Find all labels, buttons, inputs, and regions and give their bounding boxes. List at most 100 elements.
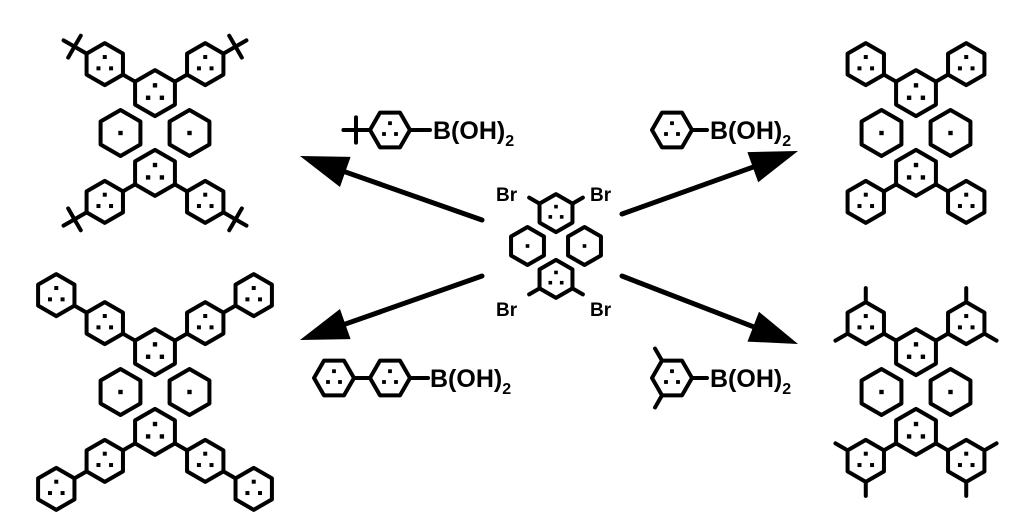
- aromatic-dot: [857, 463, 862, 468]
- ring: [98, 108, 143, 158]
- aromatic-dot: [857, 66, 862, 71]
- tbu-bond: [221, 210, 238, 222]
- aromatic-dot: [326, 380, 330, 384]
- c-br-bond: [570, 286, 585, 297]
- ring: [368, 110, 412, 150]
- aryl-bond: [881, 72, 899, 84]
- aromatic-dot: [388, 121, 392, 126]
- aromatic-dot: [203, 192, 208, 197]
- product-biphenyl: [36, 272, 274, 512]
- aromatic-dot: [152, 342, 158, 347]
- tbu-methyl: [227, 33, 238, 49]
- aromatic-dot: [196, 204, 201, 209]
- aromatic-dot: [548, 280, 553, 285]
- reagent-label-main: B(OH): [710, 117, 782, 145]
- aromatic-dot: [109, 204, 114, 209]
- aromatic-dot: [920, 95, 926, 100]
- ring: [845, 178, 886, 225]
- aromatic-dot: [957, 66, 962, 71]
- aryl-bond: [172, 441, 190, 453]
- reagent-label-biphenyl: B(OH)2: [430, 365, 511, 398]
- product-dimethylphenyl: [833, 286, 999, 498]
- methyl-bond: [982, 441, 999, 453]
- aromatic-dot: [525, 244, 530, 248]
- methyl-bond: [653, 393, 664, 410]
- ring: [233, 465, 274, 512]
- ring: [946, 437, 987, 484]
- aryl-bond: [933, 72, 951, 84]
- aryl-bond: [72, 303, 89, 315]
- aromatic-dot: [196, 66, 201, 71]
- reagent-label-main: B(OH): [430, 365, 502, 393]
- reagent-label-subscript: 2: [782, 381, 791, 398]
- aromatic-dot: [870, 204, 875, 209]
- aromatic-dot: [60, 297, 65, 302]
- aromatic-dot: [258, 297, 263, 302]
- ring: [894, 406, 938, 457]
- ring: [946, 300, 987, 347]
- aromatic-dot: [118, 389, 123, 395]
- tbu-methyl: [72, 33, 83, 49]
- arrow-to-bottom-right: [619, 273, 798, 344]
- methyl-bond: [982, 331, 999, 343]
- aromatic-dot: [964, 314, 969, 319]
- arrow-head: [300, 156, 351, 188]
- aromatic-dot: [948, 130, 953, 136]
- aromatic-dot: [209, 325, 214, 330]
- tbu-methyl: [66, 206, 77, 222]
- aromatic-dot: [664, 132, 668, 136]
- aromatic-dot: [47, 491, 52, 496]
- aromatic-dot: [970, 325, 975, 330]
- aromatic-dot: [145, 354, 151, 359]
- aromatic-dot: [863, 55, 868, 60]
- aromatic-dot: [145, 175, 151, 180]
- aryl-bond: [120, 72, 138, 84]
- aromatic-dot: [332, 369, 336, 374]
- aromatic-dot: [554, 204, 558, 209]
- ring: [312, 358, 356, 398]
- aryl-bond: [881, 441, 899, 453]
- aromatic-dot: [203, 55, 208, 60]
- ring: [650, 358, 694, 398]
- reagent-label-tert-butylphenyl: B(OH)2: [433, 117, 514, 150]
- arrow-head: [747, 311, 798, 344]
- aromatic-dot: [145, 95, 151, 100]
- tbu-methyl: [233, 44, 244, 60]
- aromatic-dot: [203, 314, 208, 319]
- ring: [185, 437, 226, 484]
- ring: [845, 41, 886, 88]
- aryl-bond: [172, 182, 190, 194]
- aromatic-dot: [187, 389, 192, 395]
- aryl-bond: [72, 469, 89, 481]
- reagent-label-subscript: 2: [502, 381, 511, 398]
- tbu-methyl: [233, 206, 244, 222]
- aromatic-dot: [857, 325, 862, 330]
- aromatic-dot: [54, 286, 59, 291]
- aromatic-dot: [913, 162, 919, 168]
- aromatic-dot: [152, 421, 158, 427]
- tbu-methyl: [61, 38, 77, 49]
- reagent-structure-tert-butylphenyl: [341, 110, 432, 150]
- aromatic-dot: [957, 204, 962, 209]
- product-phenyl: [845, 41, 987, 225]
- ring: [84, 41, 125, 88]
- ring: [84, 437, 125, 484]
- aryl-bond: [221, 469, 238, 481]
- reagent-label-phenyl: B(OH)2: [710, 117, 791, 150]
- aromatic-dot: [920, 434, 926, 439]
- methyl-bond: [653, 346, 664, 363]
- aromatic-dot: [964, 55, 969, 60]
- ring: [894, 327, 938, 378]
- arrow-to-top-right: [619, 151, 798, 217]
- ring: [84, 178, 125, 225]
- ring: [509, 225, 546, 267]
- product-tert-butylphenyl: [61, 33, 249, 233]
- aromatic-dot: [394, 380, 398, 384]
- aromatic-dot: [670, 121, 674, 126]
- bromine-label-bottom-left: Br: [496, 300, 518, 321]
- ring: [650, 110, 694, 150]
- aromatic-dot: [870, 463, 875, 468]
- aromatic-dot: [338, 380, 342, 384]
- aromatic-dot: [913, 342, 919, 347]
